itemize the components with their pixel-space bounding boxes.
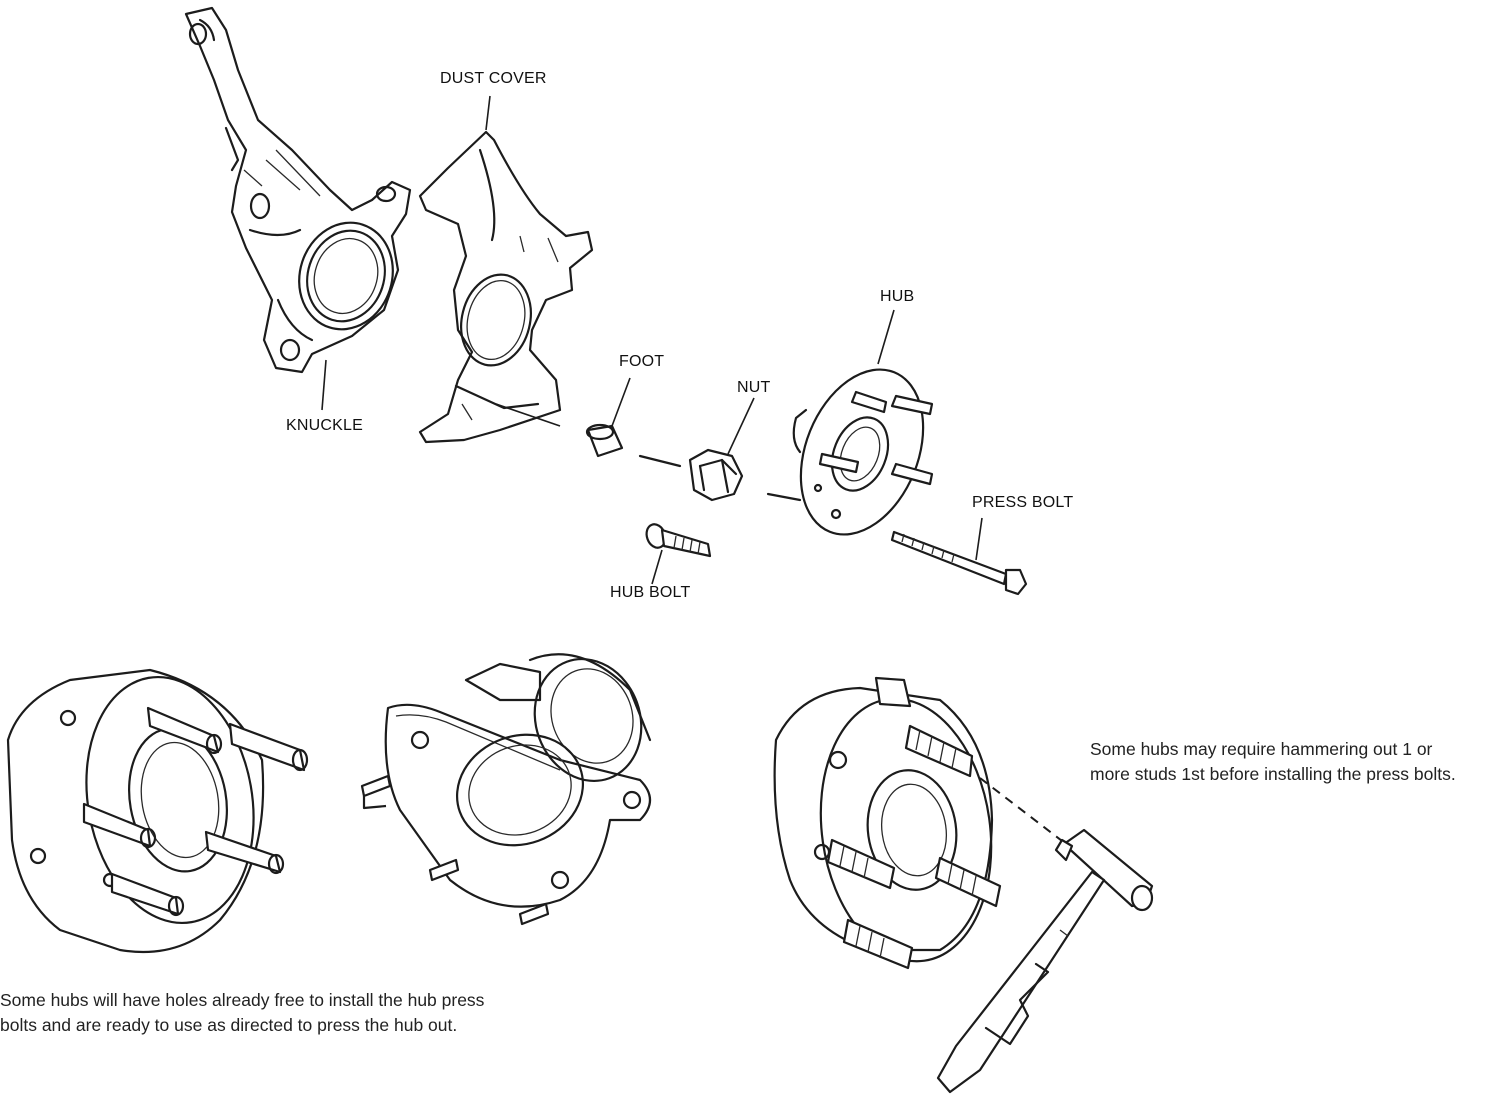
- label-hub-bolt: HUB BOLT: [610, 584, 691, 601]
- foot-drawing: [585, 377, 631, 458]
- label-foot: FOOT: [619, 353, 665, 370]
- note-hammering-line-1: Some hubs may require hammering out 1 or: [1090, 739, 1433, 759]
- knuckle-drawing: [184, 6, 412, 411]
- note-free-holes-line-1: Some hubs will have holes already free t…: [0, 990, 485, 1010]
- hub-drawing: [792, 309, 934, 536]
- hammer-guide-line: [979, 777, 1067, 845]
- label-nut: NUT: [737, 379, 771, 396]
- label-press-bolt: PRESS BOLT: [972, 494, 1074, 511]
- note-free-holes: Some hubs will have holes already free t…: [0, 988, 484, 1038]
- nut-drawing: [638, 397, 802, 502]
- note-free-holes-line-2: bolts and are ready to use as directed t…: [0, 1015, 458, 1035]
- press-bolt-drawing: [890, 517, 1028, 596]
- label-knuckle: KNUCKLE: [286, 417, 363, 434]
- hub-assembly-left-drawing: [6, 668, 309, 954]
- label-hub: HUB: [880, 288, 915, 305]
- note-hammering-studs: Some hubs may require hammering out 1 or…: [1090, 737, 1456, 787]
- hub-assembly-middle-drawing: [360, 653, 652, 926]
- note-hammering-line-2: more studs 1st before installing the pre…: [1090, 764, 1456, 784]
- dust-cover-drawing: [418, 95, 594, 444]
- hammer-drawing: [936, 828, 1154, 1094]
- label-dust-cover: DUST COVER: [440, 70, 547, 87]
- hub-assembly-right-drawing: [773, 676, 1002, 970]
- hub-bolt-drawing: [645, 523, 712, 585]
